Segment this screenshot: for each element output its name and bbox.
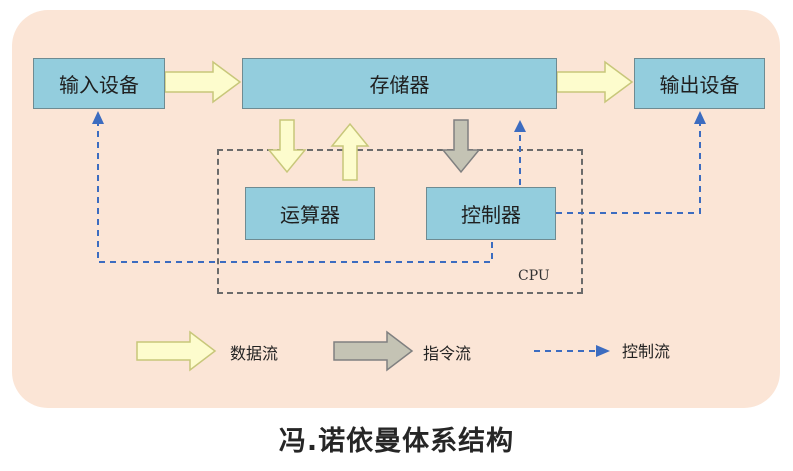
instruction-arrow-memory-to-control <box>441 119 481 174</box>
legend-instruction-arrow <box>333 330 414 372</box>
cpu-label: CPU <box>518 268 550 284</box>
control-arrowhead-memory <box>514 120 526 132</box>
legend-control-arrowhead <box>596 345 610 357</box>
legend-data-arrow <box>136 330 217 372</box>
control-unit-box: 控制器 <box>426 187 556 240</box>
output-device-box: 输出设备 <box>634 58 765 109</box>
figure-caption: 冯.诺依曼体系结构 <box>278 426 515 457</box>
memory-box: 存储器 <box>242 58 557 109</box>
control-arrowhead-output <box>694 111 706 124</box>
legend-instruction-flow-label: 指令流 <box>423 344 472 363</box>
control-line-to-output <box>556 122 701 214</box>
cpu-boundary <box>217 149 583 294</box>
data-arrow-memory-to-alu <box>267 119 307 174</box>
data-arrow-alu-to-memory <box>330 122 370 181</box>
control-line-to-input <box>97 122 493 263</box>
legend-data-flow-label: 数据流 <box>230 344 279 363</box>
control-arrowhead-input <box>92 111 104 124</box>
input-device-box: 输入设备 <box>33 58 165 109</box>
data-arrow-input-to-memory <box>164 60 242 104</box>
legend-control-flow-label: 控制流 <box>622 342 671 361</box>
data-arrow-memory-to-output <box>556 60 634 104</box>
alu-box: 运算器 <box>245 187 375 240</box>
